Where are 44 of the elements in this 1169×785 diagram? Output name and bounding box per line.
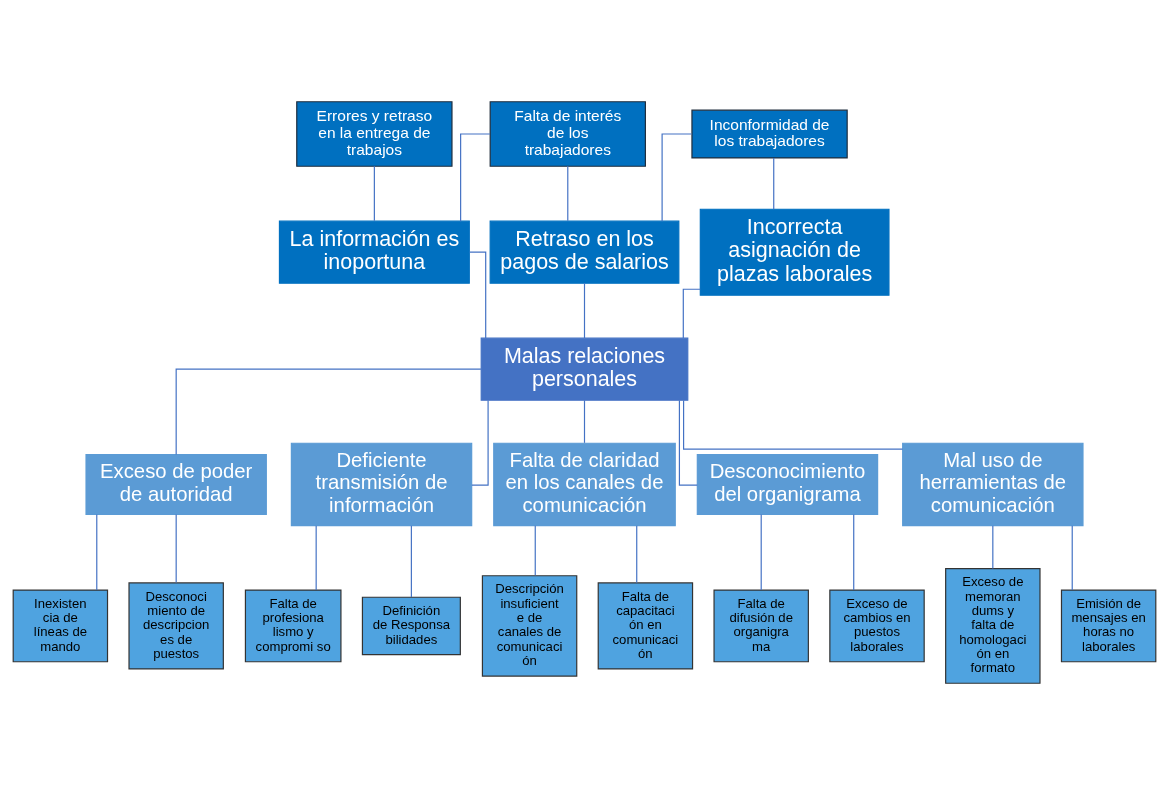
connector [567, 165, 569, 222]
connector [315, 525, 317, 591]
node-box: Falta de interés de los trabajadores [489, 101, 646, 167]
connector [678, 399, 698, 486]
node-box: Exceso de poder de autoridad [85, 454, 267, 515]
node-box: Deficiente transmisión de información [290, 442, 473, 527]
node-box: Inconformidad de los trabajadores [691, 109, 848, 159]
connector [583, 282, 586, 339]
node-box: Emisión de mensajes en horas no laborales [1060, 589, 1157, 663]
connector [96, 513, 98, 591]
connector [175, 368, 482, 456]
node-box: Mal uso de herramientas de comunicación [902, 442, 1084, 527]
node-box: Descripción insuficiente de canales de comunicaci ón [481, 575, 578, 677]
node-box: Falta de difusión de organigra ma [713, 589, 809, 663]
connector [636, 525, 638, 584]
connector [661, 133, 693, 222]
connector [853, 513, 855, 591]
connector [682, 288, 701, 339]
node-box: Malas relaciones personales [480, 337, 689, 401]
connector [410, 525, 412, 598]
node-box: Definición de Responsa bilidades [361, 596, 461, 656]
connector [471, 399, 489, 486]
connector [534, 525, 536, 576]
node-box: Falta de capacitaci ón en comunicaci ón [597, 582, 694, 670]
node-box: Errores y retraso en la entrega de trabajos [296, 101, 453, 167]
connector [175, 513, 177, 584]
connector [992, 525, 994, 570]
node-box: Falta de claridad en los canales de comunicación [493, 442, 676, 527]
node-box: La información es inoportuna [278, 220, 470, 284]
connector [583, 399, 586, 444]
node-box: Desconocimiento del organigrama [696, 454, 879, 515]
node-box: Exceso de cambios en puestos laborales [829, 589, 925, 663]
node-box: Inexisten cia de líneas de mando [12, 589, 109, 663]
connector [460, 133, 491, 222]
connector [373, 165, 375, 222]
node-box: Exceso de memoran dums y falta de homologaci ón en formato [945, 568, 1041, 684]
node-box: Desconoci miento de descripcion es de puestos [128, 582, 224, 670]
connector [683, 399, 904, 450]
connector [760, 513, 762, 591]
node-box: Retraso en los pagos de salarios [489, 220, 680, 284]
connector [1071, 525, 1073, 591]
node-box: Incorrecta asignación de plazas laborales [699, 208, 890, 296]
node-box: Falta de profesiona lismo y compromi so [244, 589, 342, 663]
connector [773, 157, 775, 210]
